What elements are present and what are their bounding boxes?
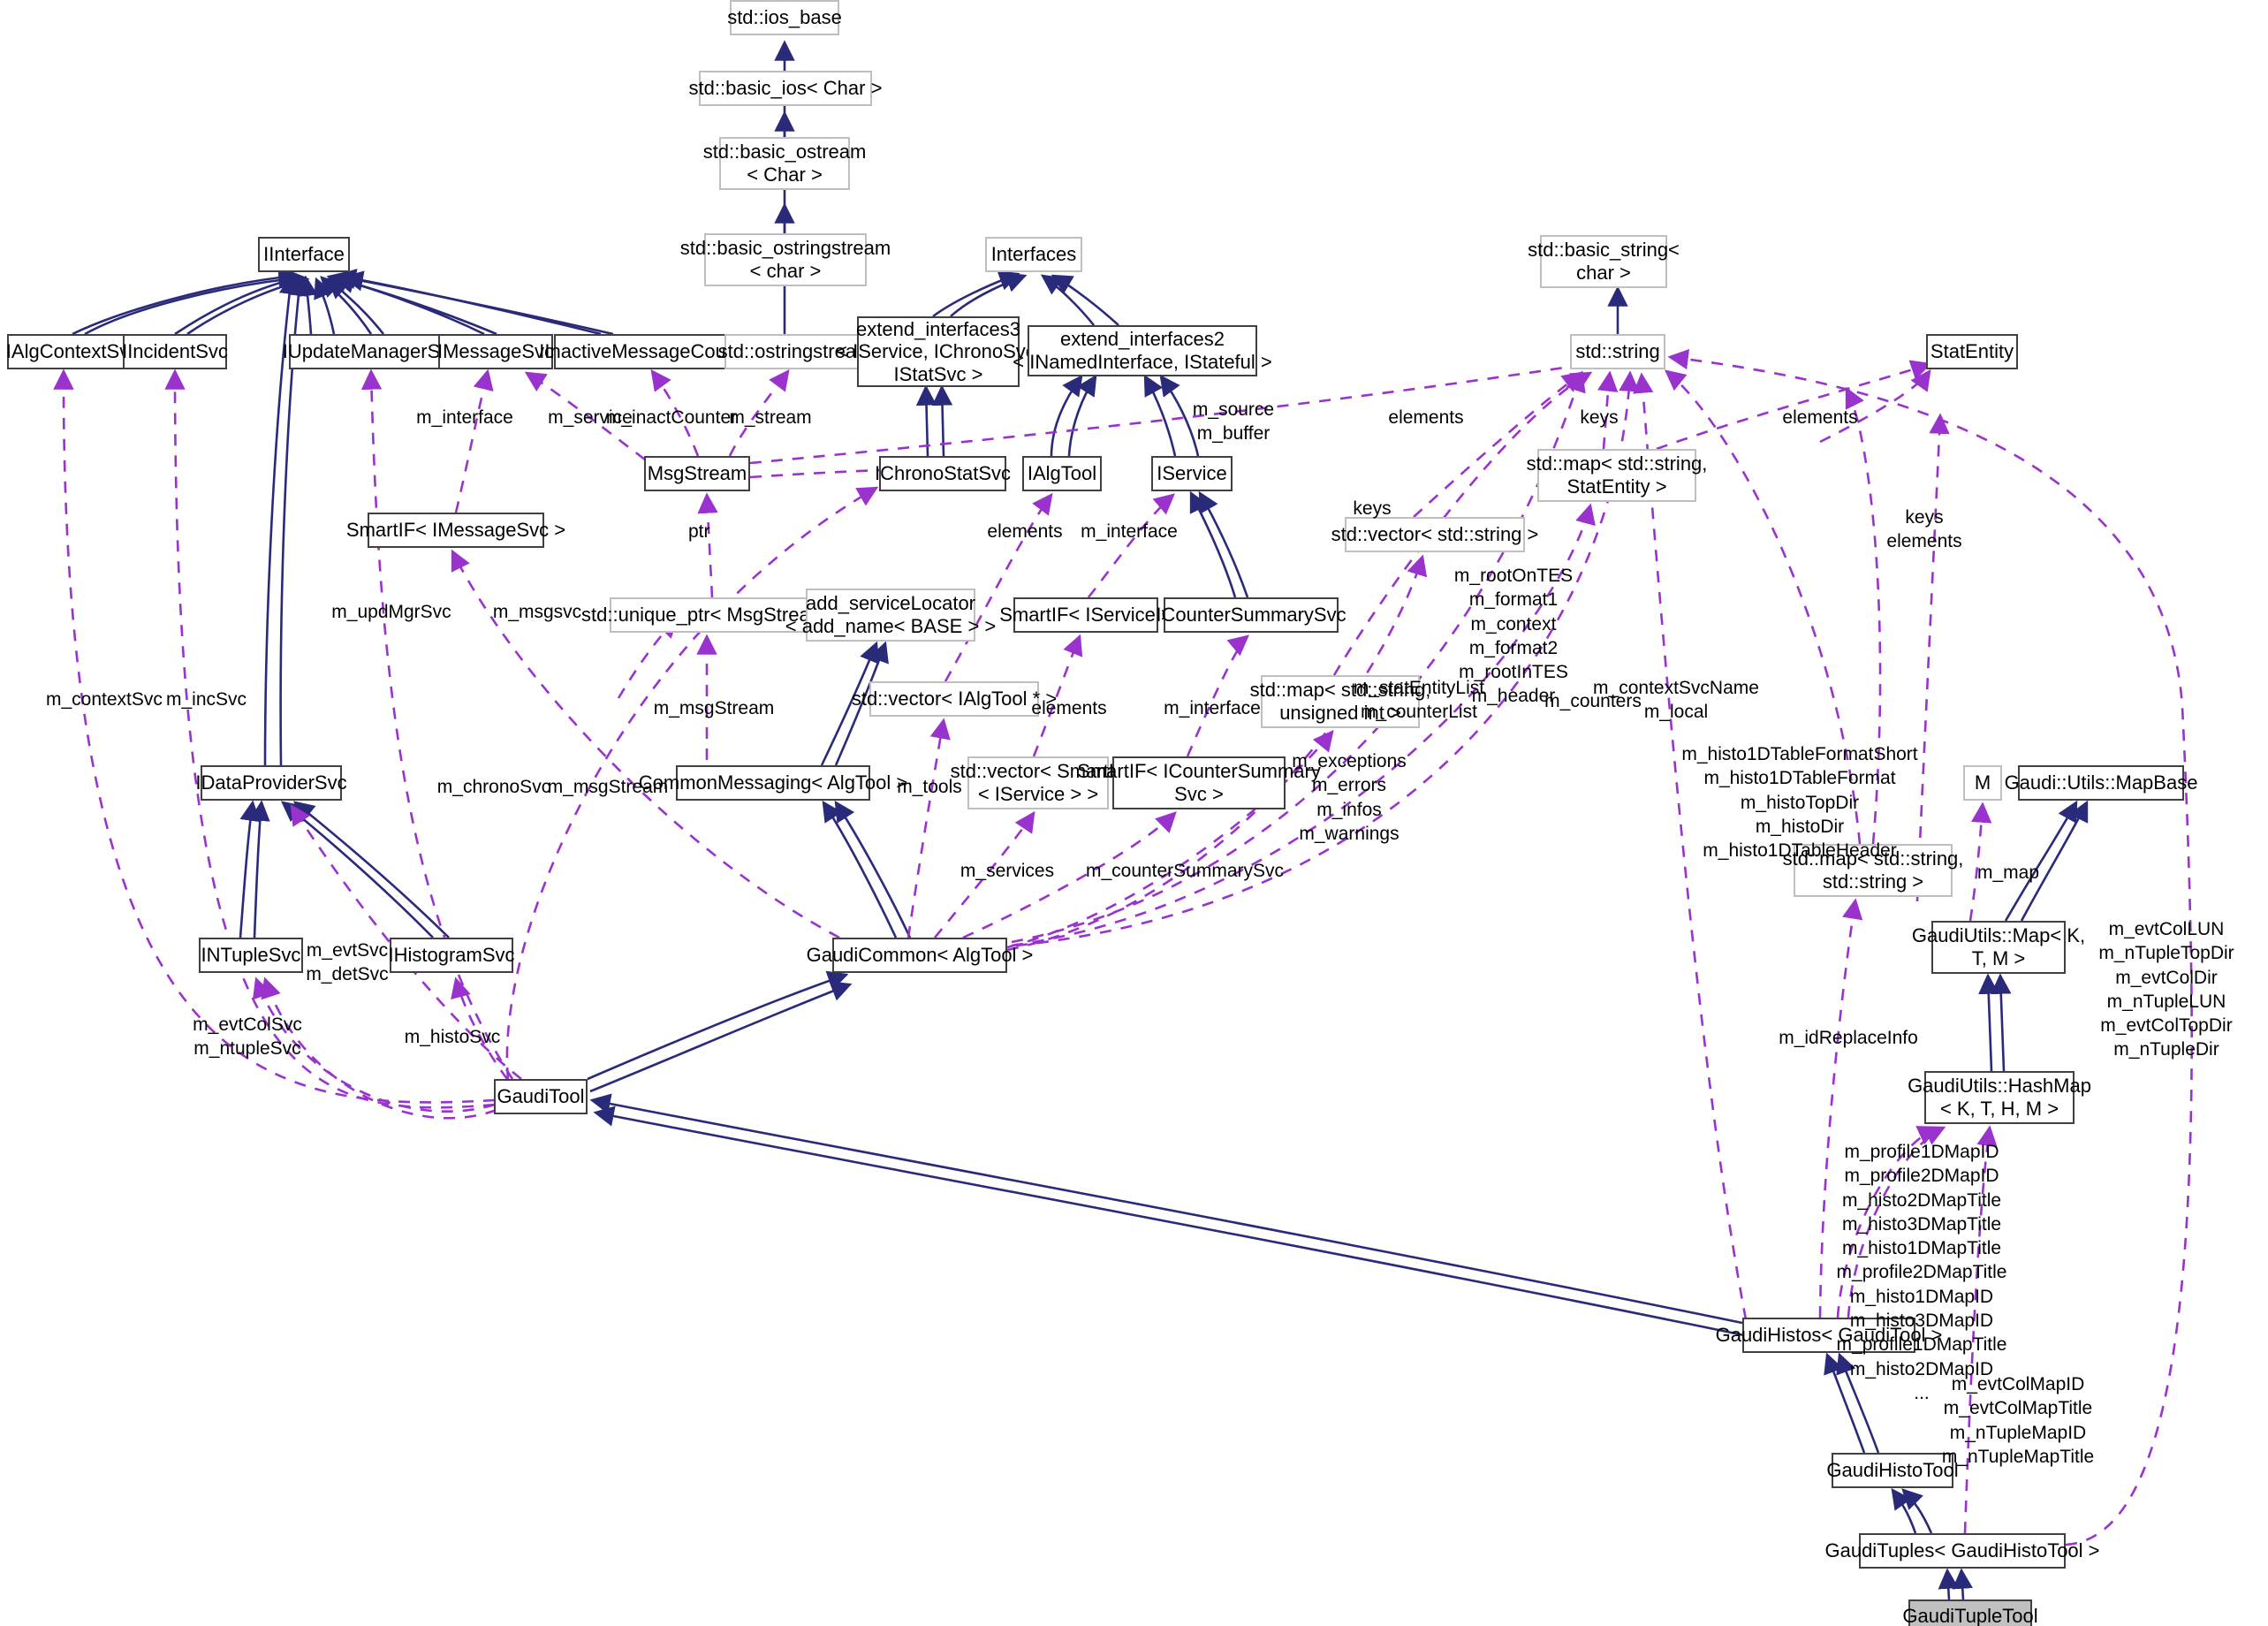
class-node-basic_ios[interactable]: std::basic_ios< Char > bbox=[689, 71, 882, 106]
edge-label-lbl-m_profile1DMapID: m_profile1DMapID m_profile2DMapID m_hist… bbox=[1836, 1142, 2007, 1403]
class-node-SmartIF_ICounterSummarySvc[interactable]: SmartIF< ICounterSummary Svc > bbox=[1077, 756, 1321, 809]
edge-label-lbl-keys-2: keys bbox=[1353, 498, 1392, 519]
class-node-StatEntity[interactable]: StatEntity bbox=[1926, 334, 2018, 369]
edge-label-lbl-m_msgStream-1: m_msgStream bbox=[653, 698, 775, 718]
class-node-IAlgTool[interactable]: IAlgTool bbox=[1022, 456, 1102, 491]
class-node-CommonMessaging[interactable]: CommonMessaging< AlgTool > bbox=[639, 765, 907, 801]
class-node-IInactiveMessageCounter[interactable]: IInactiveMessageCounter bbox=[539, 334, 760, 369]
edge-label-lbl-m_interface-2: m_interface bbox=[1081, 521, 1178, 542]
edge-label-lbl-m_map: m_map bbox=[1976, 862, 2040, 883]
edge-label-lbl-m_updMgrSvc: m_updMgrSvc bbox=[331, 602, 451, 622]
edge-label-lbl-ptr: ptr bbox=[688, 521, 710, 542]
class-node-ios_base[interactable]: std::ios_base bbox=[727, 0, 842, 35]
edge-label-lbl-m_interface-3: m_interface bbox=[1164, 698, 1261, 718]
edge-label-lbl-m_incSvc: m_incSvc bbox=[166, 689, 247, 710]
edge-label-lbl-elements-3: elements bbox=[987, 521, 1063, 542]
class-node-MsgStream[interactable]: MsgStream bbox=[644, 456, 750, 491]
class-node-SmartIF_IMessageSvc[interactable]: SmartIF< IMessageSvc > bbox=[346, 513, 565, 548]
class-node-basic_ostringstream[interactable]: std::basic_ostringstream < char > bbox=[680, 233, 891, 286]
class-node-GaudiTool[interactable]: GaudiTool bbox=[494, 1079, 588, 1114]
class-node-GaudiCommon[interactable]: GaudiCommon< AlgTool > bbox=[807, 938, 1033, 973]
edge-label-lbl-m_histoSvc: m_histoSvc bbox=[404, 1027, 501, 1047]
class-node-GaudiTupleTool[interactable]: GaudiTupleTool bbox=[1902, 1599, 2038, 1626]
class-node-IAlgContextSvc[interactable]: IAlgContextSvc bbox=[6, 334, 139, 369]
edge-label-lbl-m_stream: m_stream bbox=[729, 407, 812, 428]
class-node-IMessageSvc[interactable]: IMessageSvc bbox=[437, 334, 554, 369]
edge-label-lbl-m_chronoSvc: m_chronoSvc bbox=[436, 777, 551, 797]
class-node-add_serviceLocator[interactable]: add_serviceLocator < add_name< BASE > > bbox=[785, 589, 996, 642]
class-node-unique_ptr_msgstream[interactable]: std::unique_ptr< MsgStream > bbox=[581, 597, 843, 633]
edge-label-lbl-m_source: m_source m_buffer bbox=[1192, 399, 1275, 444]
edge-label-lbl-m_evtColLUN: m_evtColLUN m_nTupleTopDir m_evtColDir m… bbox=[2098, 919, 2234, 1060]
edge-label-lbl-keys-1: keys bbox=[1580, 407, 1619, 428]
edge-label-lbl-elements-2: elements bbox=[1782, 407, 1858, 428]
edge-label-lbl-m_contextSvcName: m_contextSvcName m_local bbox=[1593, 678, 1759, 723]
class-node-GaudiTuples[interactable]: GaudiTuples< GaudiHistoTool > bbox=[1824, 1533, 2100, 1569]
class-node-IUpdateManagerSvc[interactable]: IUpdateManagerSvc bbox=[283, 334, 459, 369]
class-node-vector_string[interactable]: std::vector< std::string > bbox=[1331, 517, 1538, 552]
class-node-basic_ostream[interactable]: std::basic_ostream < Char > bbox=[703, 137, 866, 190]
edge-label-lbl-m_exceptions: m_exceptions m_errors m_infos m_warnings bbox=[1292, 751, 1407, 844]
class-node-std_string[interactable]: std::string bbox=[1570, 334, 1665, 369]
class-node-basic_string[interactable]: std::basic_string< char > bbox=[1528, 235, 1680, 288]
edge-label-lbl-m_msgsvc: m_msgsvc bbox=[492, 602, 582, 622]
class-node-IInterface[interactable]: IInterface bbox=[258, 237, 350, 272]
class-node-GaudiHistoTool[interactable]: GaudiHistoTool bbox=[1826, 1453, 1959, 1488]
edge-label-lbl-m_contextSvc: m_contextSvc bbox=[46, 689, 163, 710]
class-node-IChronoStatSvc[interactable]: IChronoStatSvc bbox=[875, 456, 1011, 491]
edge-label-lbl-m_evtColMapID: m_evtColMapID m_evtColMapTitle m_nTupleM… bbox=[1941, 1374, 2095, 1467]
edge-label-lbl-m_statEntityList: m_statEntityList m_counterList bbox=[1353, 678, 1485, 723]
class-node-map_statentity[interactable]: std::map< std::string, StatEntity > bbox=[1527, 449, 1707, 502]
class-node-ICounterSummarySvc[interactable]: ICounterSummarySvc bbox=[1156, 597, 1346, 633]
class-node-IDataProviderSvc[interactable]: IDataProviderSvc bbox=[195, 765, 347, 801]
class-node-IHistogramSvc[interactable]: IHistogramSvc bbox=[388, 938, 515, 973]
edge-label-lbl-m_inactCounter: m_inactCounter bbox=[605, 407, 738, 428]
class-node-SmartIF_IService[interactable]: SmartIF< IService > bbox=[999, 597, 1172, 633]
class-node-GaudiUtilsMap[interactable]: GaudiUtils::Map< K, T, M > bbox=[1912, 921, 2085, 974]
class-node-M[interactable]: M bbox=[1963, 765, 2002, 801]
edge-label-lbl-m_services: m_services bbox=[960, 861, 1055, 881]
class-node-IIncidentSvc[interactable]: IIncidentSvc bbox=[122, 334, 228, 369]
edge-label-lbl-m_histo1DTable: m_histo1DTableFormatShort m_histo1DTable… bbox=[1681, 744, 1918, 862]
class-node-extend_interfaces3[interactable]: extend_interfaces3 < IService, IChronoSv… bbox=[836, 316, 1041, 387]
class-node-MapBase[interactable]: Gaudi::Utils::MapBase bbox=[2005, 765, 2197, 801]
edge-label-lbl-m_counterSummarySvc: m_counterSummarySvc bbox=[1085, 861, 1285, 881]
edge-label-lbl-elements-4: elements bbox=[1031, 698, 1107, 718]
class-node-IService[interactable]: IService bbox=[1151, 456, 1233, 491]
edge-label-lbl-elements-1: elements bbox=[1388, 407, 1464, 428]
class-node-extend_interfaces2[interactable]: extend_interfaces2 < INamedInterface, IS… bbox=[1013, 325, 1272, 376]
edge-label-lbl-m_evtColSvc: m_evtColSvc m_ntupleSvc bbox=[193, 1014, 302, 1060]
class-node-GaudiUtilsHashMap[interactable]: GaudiUtils::HashMap < K, T, H, M > bbox=[1908, 1071, 2091, 1124]
class-node-Interfaces[interactable]: Interfaces bbox=[985, 237, 1082, 272]
edge-label-lbl-m_msgStream-2: m_msgStream bbox=[547, 777, 669, 797]
class-node-vector_ialgtool[interactable]: std::vector< IAlgTool * > bbox=[852, 681, 1057, 717]
edge-label-lbl-keys-elements: keys elements bbox=[1886, 507, 1962, 552]
edge-label-lbl-m_idReplaceInfo: m_idReplaceInfo bbox=[1779, 1028, 1918, 1048]
edge-label-lbl-m_interface-1: m_interface bbox=[416, 407, 513, 428]
edge-label-lbl-m_tools: m_tools bbox=[897, 777, 962, 797]
edge-label-lbl-m_evtSvc: m_evtSvc m_detSvc bbox=[306, 940, 389, 985]
class-node-INTupleSvc[interactable]: INTupleSvc bbox=[199, 938, 303, 973]
